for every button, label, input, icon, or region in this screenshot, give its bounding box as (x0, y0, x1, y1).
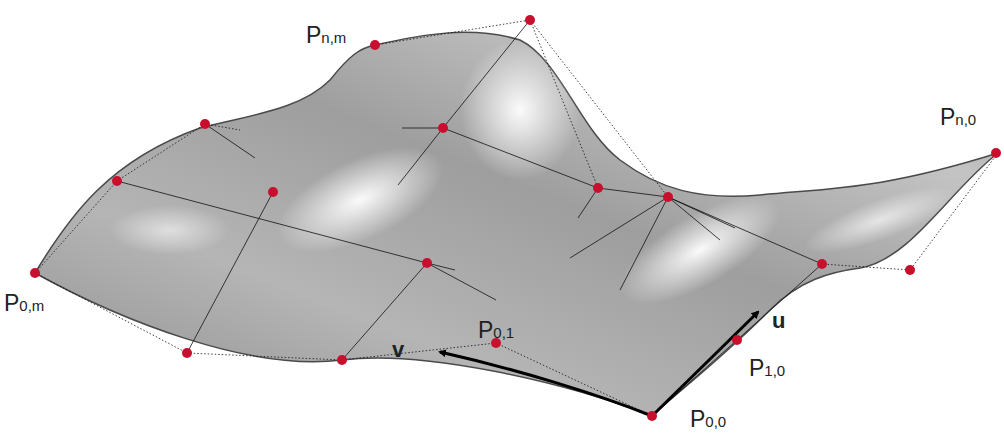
control-point-label: P0,0 (690, 408, 726, 431)
direction-label: v (392, 339, 404, 361)
control-point-label: Pn,0 (940, 106, 976, 129)
control-point-label: P0,1 (478, 319, 514, 342)
direction-label: u (772, 310, 785, 332)
control-point-label: P1,0 (749, 357, 785, 380)
control-point-label: P0,m (4, 292, 44, 315)
control-point-label: Pn,m (306, 24, 346, 47)
